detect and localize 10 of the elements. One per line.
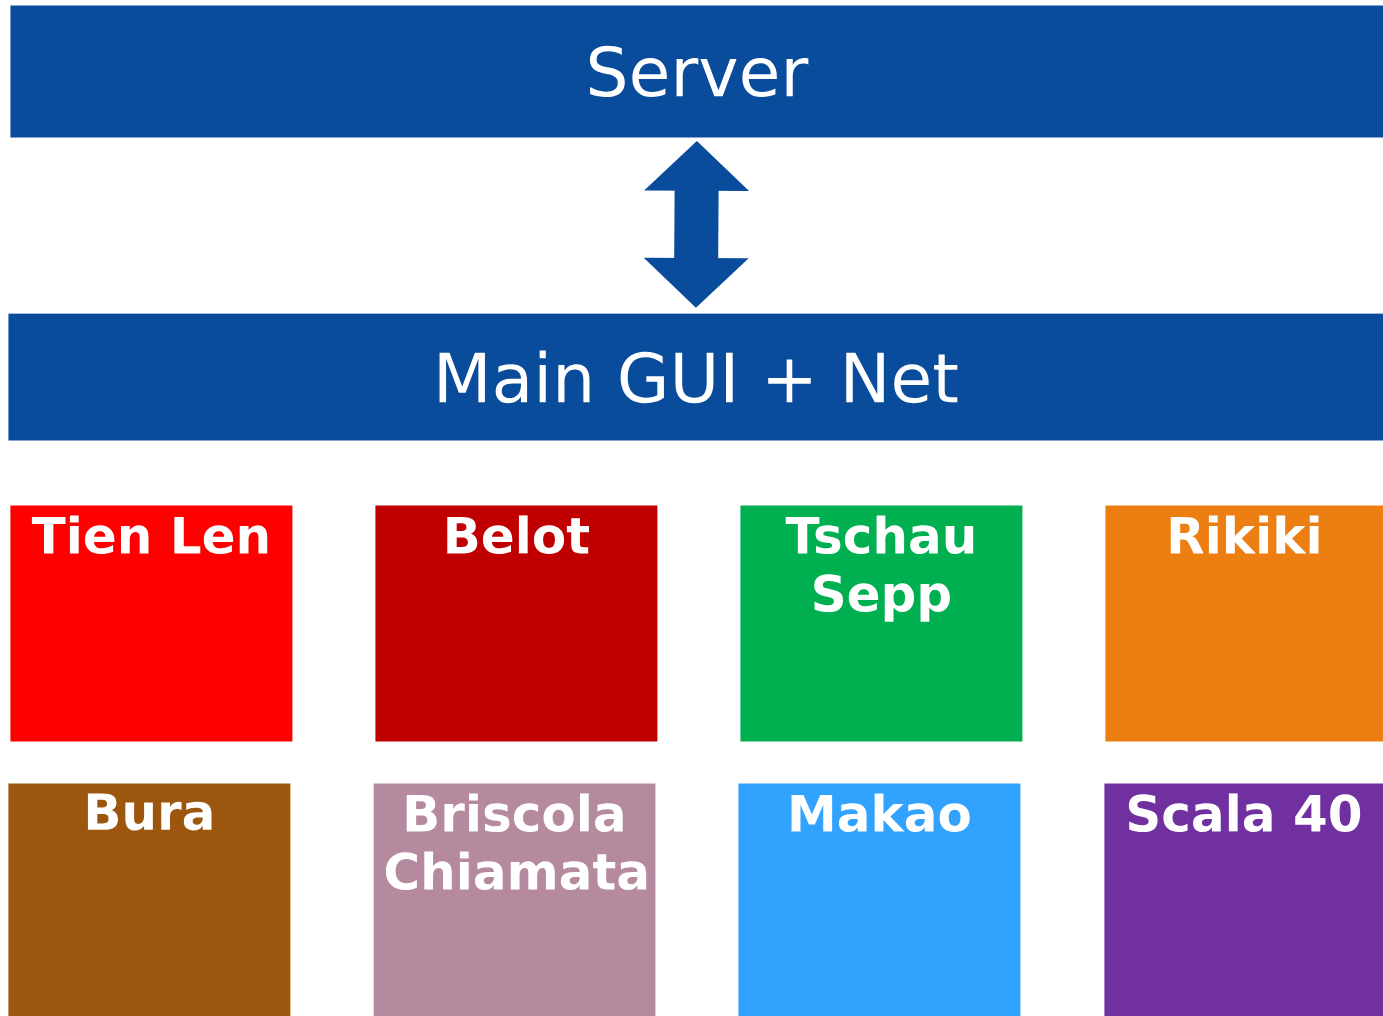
- game-box: Tschau Sepp: [740, 505, 1023, 742]
- game-box: Makao: [738, 783, 1021, 1016]
- game-box: Scala 40: [1104, 783, 1383, 1016]
- game-box: Tien Len: [10, 505, 293, 742]
- game-box: Briscola Chiamata: [373, 783, 656, 1016]
- game-box: Rikiki: [1105, 505, 1383, 742]
- header-band: Server: [10, 5, 1383, 138]
- game-box: Belot: [375, 505, 658, 742]
- header-band: Main GUI + Net: [8, 313, 1383, 441]
- game-box: Bura: [8, 783, 291, 1016]
